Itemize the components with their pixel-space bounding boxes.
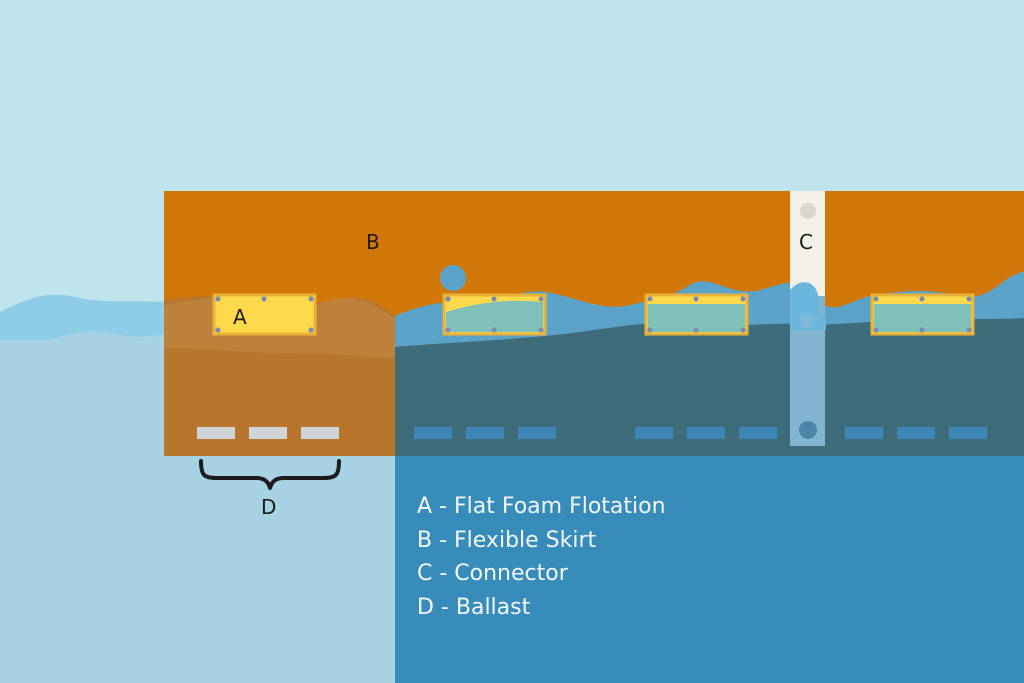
ballast-weight [845, 427, 883, 439]
ballast-weight [466, 427, 504, 439]
foam-float [212, 293, 317, 336]
ballast-weight [414, 427, 452, 439]
foam-float [442, 293, 547, 336]
legend: A - Flat Foam Flotation B - Flexible Ski… [417, 490, 666, 624]
foam-float [644, 293, 749, 336]
ballast-group [845, 427, 987, 439]
label-d: D [261, 495, 276, 519]
label-b: B [366, 230, 380, 254]
ballast-group [635, 427, 777, 439]
ballast-weight [739, 427, 777, 439]
label-a: A [233, 305, 247, 329]
ballast-weight [249, 427, 287, 439]
ballast-weight [687, 427, 725, 439]
ballast-weight [897, 427, 935, 439]
ballast-weight [949, 427, 987, 439]
connector-bolt-icon [799, 421, 817, 439]
water-submerged-right [395, 317, 1024, 456]
legend-item-b: B - Flexible Skirt [417, 527, 597, 553]
water-droplet [440, 265, 466, 291]
legend-item-d: D - Ballast [417, 594, 531, 620]
connector-bolt-icon [799, 314, 813, 328]
legend-item-a: A - Flat Foam Flotation [417, 494, 666, 519]
connector-wave [790, 282, 826, 330]
label-c: C [799, 230, 813, 254]
ballast-weight [635, 427, 673, 439]
ballast-weight [197, 427, 235, 439]
water-deep [395, 456, 1024, 683]
water-droplet-right [1018, 290, 1024, 302]
ballast-weight [301, 427, 339, 439]
legend-item-c: C - Connector [417, 561, 568, 587]
ballast-group [197, 427, 339, 439]
foam-float [870, 293, 975, 336]
ballast-group [414, 427, 556, 439]
ballast-weight [518, 427, 556, 439]
ballast-brace [199, 459, 341, 490]
connector-bolt-icon [800, 203, 816, 219]
